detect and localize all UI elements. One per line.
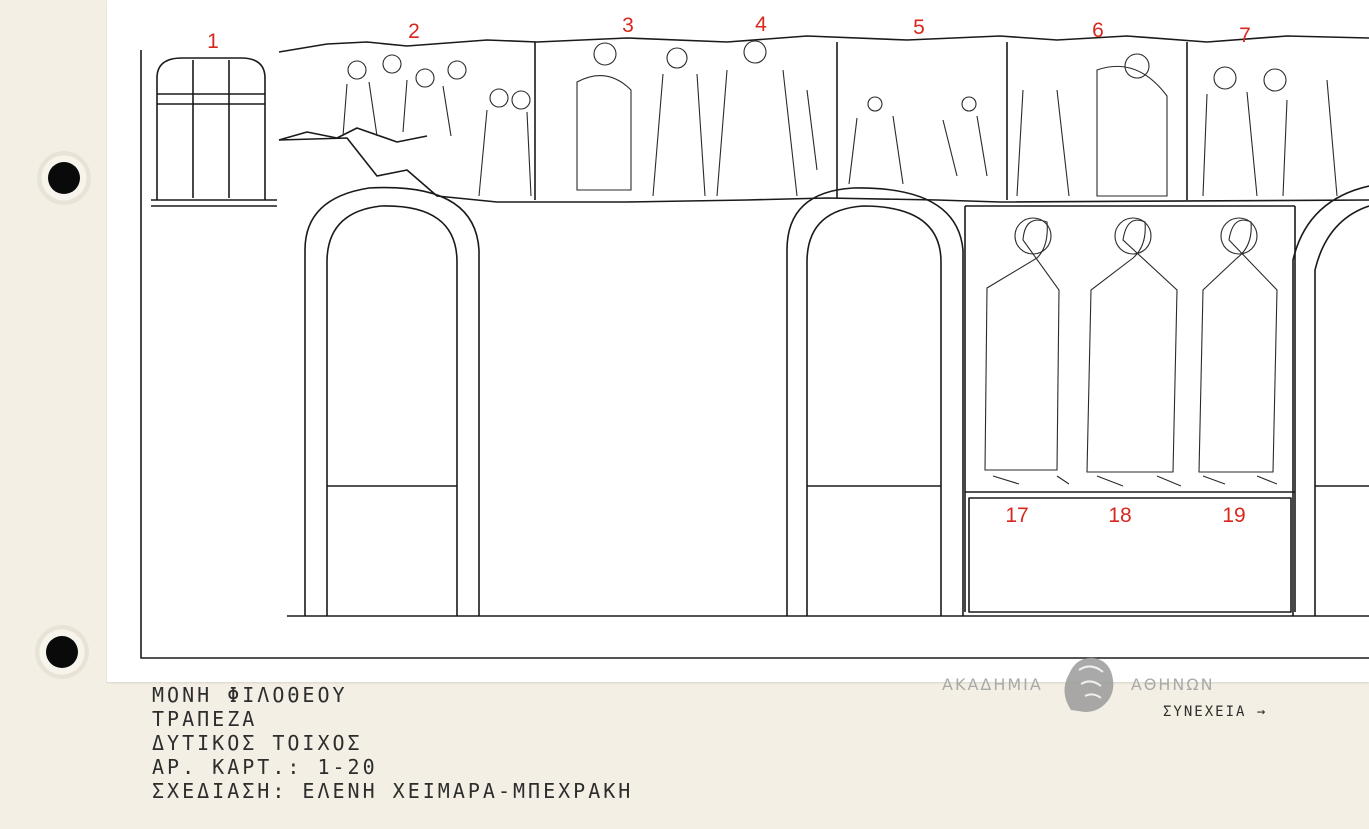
caption-block: ΜΟΝΗ ΦΙΛΟΘΕΟΥ ΤΡΑΠΕΖΑ ΔΥΤΙΚΟΣ ΤΟΙΧΟΣ ΑΡ.… [152,683,633,803]
drawing-sheet: 1 2 3 4 5 6 7 17 18 19 [107,0,1369,682]
panel-number-17: 17 [1005,504,1029,527]
binder-hole-bottom [35,625,89,679]
frieze-damage-line [278,127,428,143]
panel-number-2: 2 [408,20,420,43]
standing-saints [984,217,1278,487]
arch-right [1292,185,1369,616]
caption-room: ΤΡΑΠΕΖΑ [152,707,258,731]
panel-number-1: 1 [207,30,219,53]
binder-hole-top [37,151,91,205]
lower-panel-frame [964,205,1296,613]
arch-left [304,186,480,616]
frieze-figures [342,40,1338,197]
caption-card-range: ΑΡ. ΚΑΡΤ.: 1-20 [152,755,378,779]
caption-wall: ΔΥΤΙΚΟΣ ΤΟΙΧΟΣ [152,731,363,755]
elevation-outline [140,50,1369,659]
continue-label: ΣΥΝΕΧΕΙΑ → [1163,704,1268,720]
panel-number-18: 18 [1108,504,1132,527]
academy-watermark: ΑΚΑΔΗΜΙΑ ΑΘΗΝΩΝ [942,648,1215,720]
panel-number-7: 7 [1239,24,1251,47]
arch-middle [786,187,964,616]
caption-monastery: ΜΟΝΗ ΦΙΛΟΘΕΟΥ [152,683,348,707]
wall-elevation-drawing [140,35,1369,659]
frieze-bottom-edge [278,137,1369,203]
panel-number-3: 3 [622,14,634,37]
frieze-top-edge [278,35,1369,53]
panel-number-19: 19 [1222,504,1246,527]
caption-drawn-by: ΣΧΕΔΙΑΣΗ: ΕΛΕΝΗ ΧΕΙΜΑΡΑ-ΜΠΕΧΡΑΚΗ [152,779,634,803]
window-opening [151,57,277,207]
watermark-left-text: ΑΚΑΔΗΜΙΑ [942,674,1043,694]
athena-head-emblem-icon [1064,657,1114,712]
panel-number-6: 6 [1092,19,1104,42]
watermark-right-text: ΑΘΗΝΩΝ [1130,674,1215,694]
panel-number-4: 4 [755,13,767,36]
panel-number-5: 5 [913,16,925,39]
